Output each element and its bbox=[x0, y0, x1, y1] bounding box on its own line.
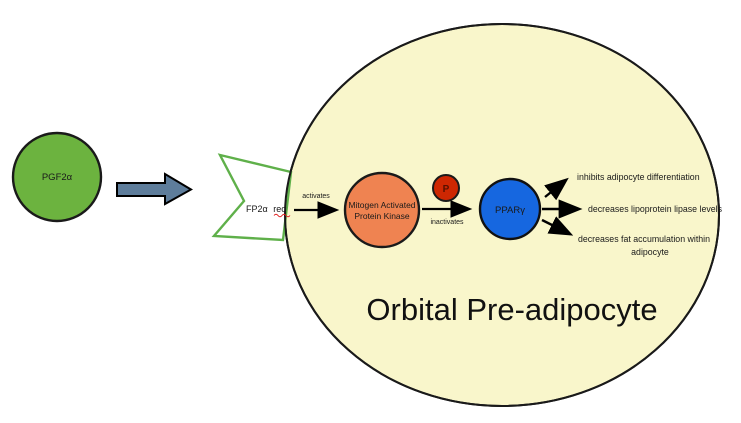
spellcheck-squiggle-icon bbox=[273, 213, 291, 218]
ppar-circle bbox=[478, 177, 542, 241]
effect-label-3-line1: decreases fat accumulation within bbox=[578, 234, 710, 244]
mapk-circle bbox=[343, 171, 421, 249]
effect-arrow-1 bbox=[544, 177, 569, 201]
receptor-shape bbox=[211, 153, 293, 242]
effect-label-3-line2: adipocyte bbox=[631, 247, 669, 257]
phosphate-label: P bbox=[443, 184, 450, 195]
receptor-label: FP2α rec bbox=[246, 204, 286, 214]
phosphate-circle bbox=[432, 174, 460, 202]
receptor-label-rec: rec bbox=[273, 204, 286, 214]
mapk-label-line2: Protein Kinase bbox=[354, 211, 410, 221]
effect-arrow-3 bbox=[541, 216, 574, 236]
pgf2a-label: PGF2α bbox=[42, 172, 73, 183]
mapk-label-line1: Mitogen Activated bbox=[348, 200, 415, 210]
cell-title: Orbital Pre-adipocyte bbox=[366, 292, 657, 327]
block-arrow-icon bbox=[116, 172, 194, 206]
effect-label-1: inhibits adipocyte differentiation bbox=[577, 172, 700, 182]
ppar-label: PPARγ bbox=[495, 205, 525, 216]
pgf2a-circle bbox=[11, 131, 103, 223]
receptor-label-prefix: FP2α bbox=[246, 204, 268, 214]
inactivates-label: inactivates bbox=[430, 219, 464, 226]
activates-label: activates bbox=[302, 193, 330, 200]
effect-label-2: decreases lipoprotein lipase levels bbox=[588, 204, 723, 214]
